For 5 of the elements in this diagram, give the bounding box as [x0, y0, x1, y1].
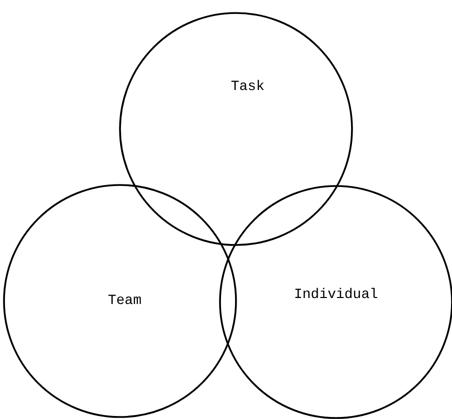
circle-label: Task	[230, 78, 264, 95]
venn-circle	[119, 12, 353, 246]
venn-circle	[3, 184, 237, 418]
circle-label: Team	[108, 293, 142, 309]
circle-label: Individual	[294, 286, 378, 303]
